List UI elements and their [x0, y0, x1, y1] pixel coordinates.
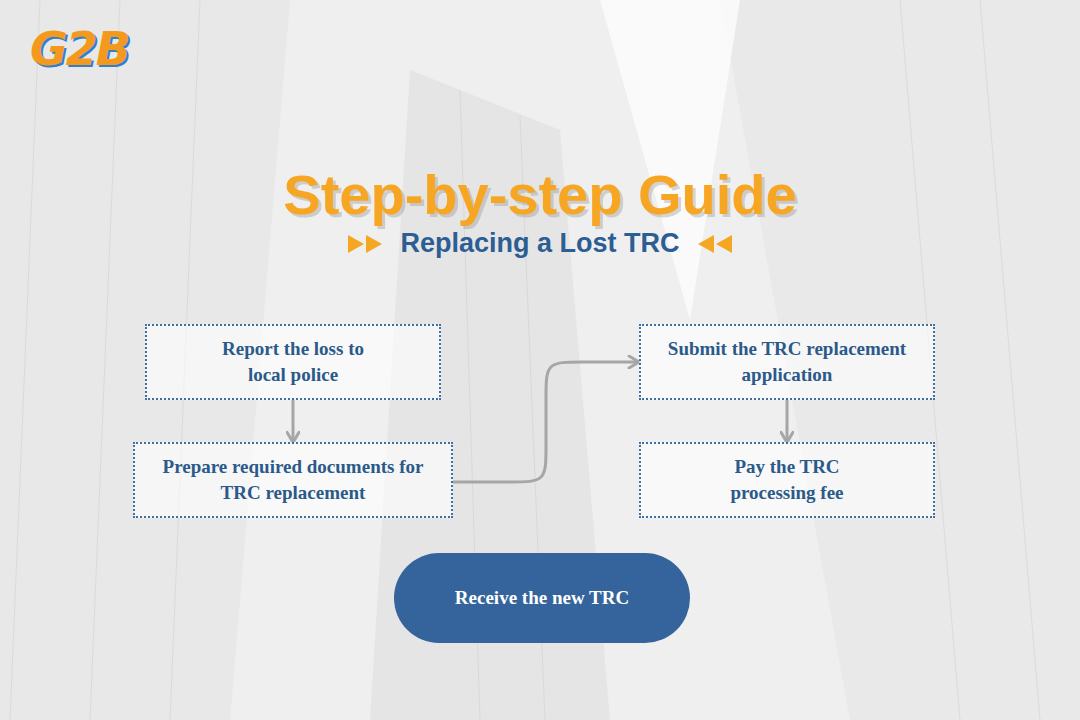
step-text: Receive the new TRC: [455, 585, 629, 611]
process-box: Submit the TRC replacement application: [639, 324, 935, 399]
arrow-triangle: [348, 235, 364, 253]
arrow-triangle: [366, 235, 382, 253]
window-line: [90, 0, 120, 720]
flow-arrow: [292, 400, 295, 443]
title: Step-by-step Guide: [0, 162, 1080, 227]
terminal-pill: Receive the new TRC: [394, 553, 690, 643]
step-text: Report the loss to local police: [206, 336, 381, 387]
process-box: Pay the TRC processing fee: [639, 442, 935, 517]
step-text: Submit the TRC replacement application: [662, 336, 912, 387]
subtitle: Replacing a Lost TRC: [400, 228, 679, 259]
arrow-triangle: [698, 235, 714, 253]
window-lines: [10, 0, 1040, 720]
logo-text: G2B: [30, 22, 129, 76]
double-arrow-icon: [346, 232, 386, 256]
process-box: Report the loss to local police: [145, 324, 441, 399]
window-line: [10, 0, 40, 720]
double-arrow-icon: [694, 232, 734, 256]
window-line: [980, 0, 1040, 720]
process-box: Prepare required documents for TRC repla…: [133, 442, 453, 517]
arrow-triangle: [716, 235, 732, 253]
sky-shape: [600, 0, 740, 320]
step-text: Pay the TRC processing fee: [705, 454, 870, 505]
flow-arrow: [786, 400, 789, 443]
step-text: Prepare required documents for TRC repla…: [153, 454, 433, 505]
subtitle-row: Replacing a Lost TRC: [0, 228, 1080, 259]
flow-arrow: [453, 362, 639, 482]
